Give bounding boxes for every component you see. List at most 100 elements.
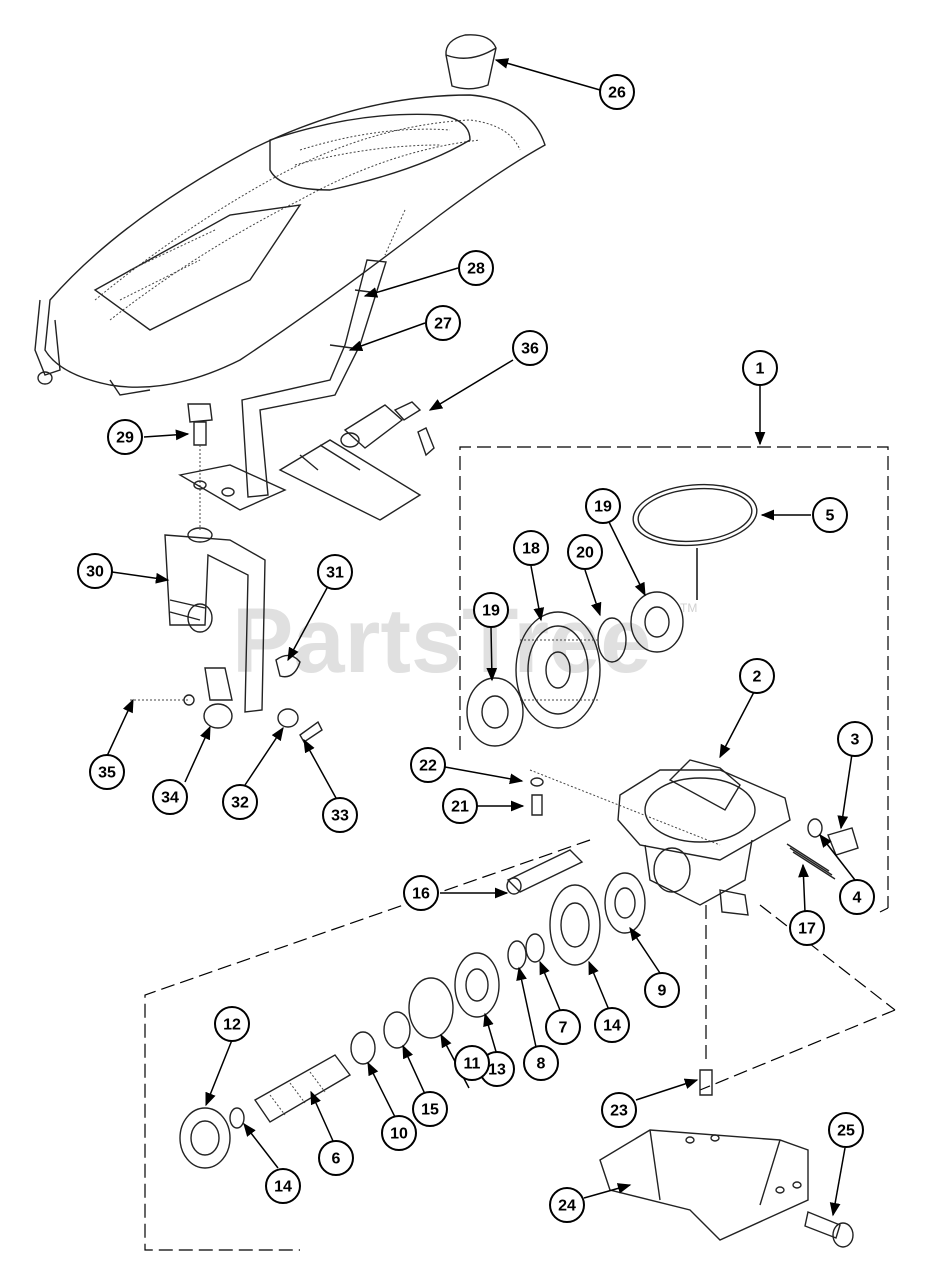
rings-14-13 (507, 933, 545, 970)
callout-31: 31 (317, 554, 353, 590)
callout-circle (222, 784, 258, 820)
callout-label: 9 (658, 983, 667, 1000)
callout-circle (89, 754, 125, 790)
callout-label: 19 (482, 603, 500, 620)
callout-circle (442, 788, 478, 824)
callout-circle (839, 879, 875, 915)
callout-label: 4 (853, 890, 862, 907)
callout-label: 8 (537, 1056, 546, 1073)
callout-25: 25 (828, 1112, 864, 1148)
bearing-10 (350, 1031, 376, 1065)
callout-34: 34 (152, 779, 188, 815)
callout-label: 21 (451, 799, 469, 816)
bolt-25 (804, 1211, 854, 1248)
bearing-19-upper (630, 591, 684, 653)
callout-20: 20 (567, 534, 603, 570)
callout-27: 27 (425, 305, 461, 341)
callout-label: 30 (86, 564, 104, 581)
callout-7: 7 (545, 1009, 581, 1045)
bolt-23 (699, 1069, 713, 1096)
assembly-boundary-lower (144, 839, 896, 1251)
callout-29: 29 (107, 419, 143, 455)
gasket-drawing (632, 483, 758, 600)
callout-24: 24 (549, 1187, 585, 1223)
pivot-bracket-drawing (130, 527, 323, 743)
callout-circle (77, 553, 113, 589)
callout-circle (458, 250, 494, 286)
callout-circle (789, 910, 825, 946)
callout-circle (644, 972, 680, 1008)
housing-2 (529, 759, 791, 916)
callout-circle (381, 1115, 417, 1151)
callout-circle (545, 1009, 581, 1045)
callout-label: 2 (753, 669, 762, 686)
callout-circle (549, 1187, 585, 1223)
callout-label: 3 (851, 732, 860, 749)
callout-12: 12 (214, 1006, 250, 1042)
callout-26: 26 (599, 74, 635, 110)
callout-19: 19 (473, 592, 509, 628)
callout-label: 20 (576, 545, 594, 562)
assembly-boundary-1 (459, 446, 889, 913)
callout-10: 10 (381, 1115, 417, 1151)
gear-7 (549, 884, 601, 966)
shaft-16 (506, 849, 584, 895)
control-lever-drawing (241, 209, 406, 498)
callout-label: 14 (274, 1179, 292, 1196)
callout-14: 14 (594, 1007, 630, 1043)
callout-label: 32 (231, 795, 249, 812)
callout-circle (425, 305, 461, 341)
snap-ring-15 (408, 977, 454, 1039)
callout-label: 28 (467, 261, 485, 278)
callout-2: 2 (739, 658, 775, 694)
callout-label: 18 (522, 541, 540, 558)
callout-label: 35 (98, 765, 116, 782)
callout-circle (837, 721, 873, 757)
callout-label: 24 (558, 1198, 576, 1215)
callout-circle (513, 530, 549, 566)
callout-32: 32 (222, 784, 258, 820)
callout-circle (318, 1140, 354, 1176)
callout-8: 8 (523, 1045, 559, 1081)
callout-15: 15 (412, 1091, 448, 1127)
guard-24 (599, 1129, 809, 1241)
ring-11 (383, 1011, 411, 1049)
switch-drawing (278, 401, 435, 521)
callout-label: 5 (826, 508, 835, 525)
callout-label: 26 (608, 85, 626, 102)
leader-lines (106, 58, 856, 1217)
callout-circle (567, 534, 603, 570)
callout-label: 6 (332, 1151, 341, 1168)
callout-circle (601, 1092, 637, 1128)
callout-label: 15 (421, 1102, 439, 1119)
callout-circle (214, 1006, 250, 1042)
callout-label: 11 (464, 1056, 481, 1073)
callout-6: 6 (318, 1140, 354, 1176)
callout-label: 34 (161, 790, 179, 807)
callout-circle (322, 797, 358, 833)
callout-circle (512, 330, 548, 366)
callout-35: 35 (89, 754, 125, 790)
shaft-6 (253, 1054, 352, 1123)
plug-3-washer-4 (786, 818, 859, 880)
callout-5: 5 (812, 497, 848, 533)
callout-circle (410, 747, 446, 783)
gear-18 (515, 611, 601, 729)
callout-label: 1 (756, 361, 765, 378)
callout-36: 36 (512, 330, 548, 366)
callout-circle (454, 1045, 490, 1081)
callout-label: 27 (434, 316, 452, 333)
callout-label: 36 (521, 341, 539, 358)
callout-circle (739, 658, 775, 694)
callout-circle (742, 350, 778, 386)
callout-14: 14 (265, 1168, 301, 1204)
callout-4: 4 (839, 879, 875, 915)
callout-circle (152, 779, 188, 815)
callout-label: 22 (419, 758, 437, 775)
callout-circle (812, 497, 848, 533)
callout-11: 11 (454, 1045, 490, 1081)
callout-23: 23 (601, 1092, 637, 1128)
bearing-9 (604, 872, 646, 934)
